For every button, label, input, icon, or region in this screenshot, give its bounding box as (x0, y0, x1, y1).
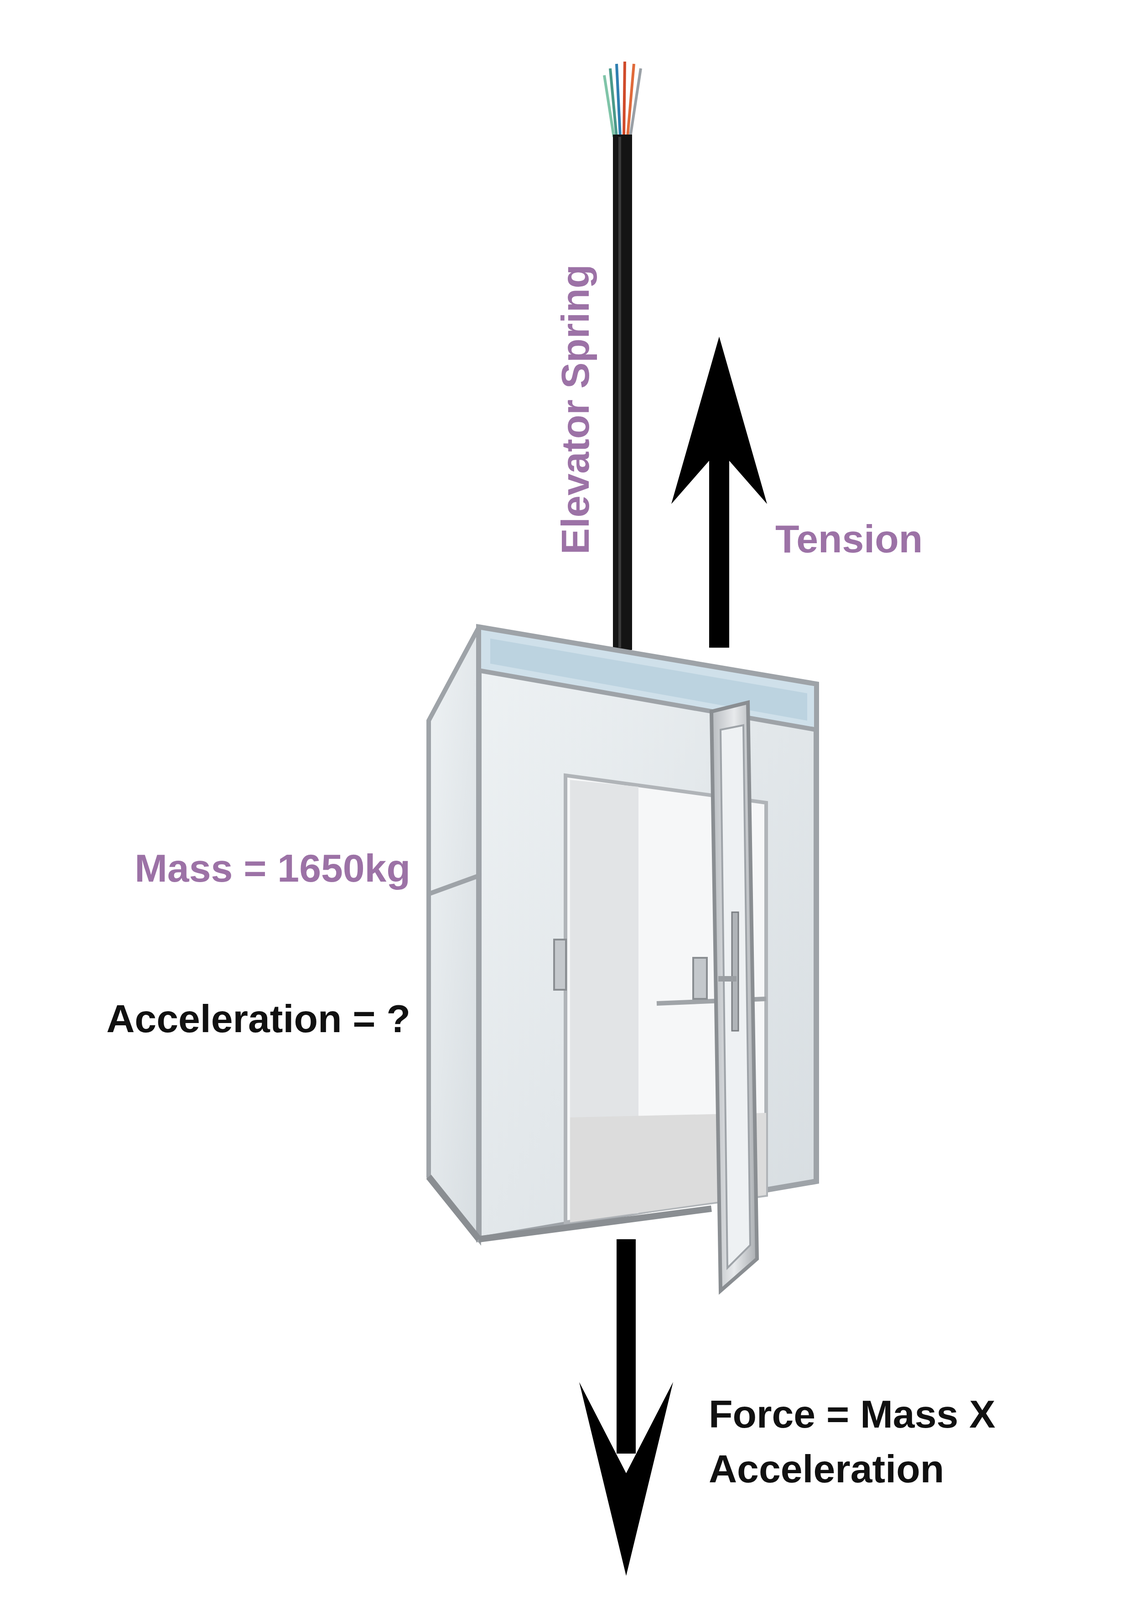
force-arrow (579, 1239, 674, 1576)
cable-wires (604, 61, 641, 137)
elevator-cable (612, 134, 633, 650)
force-label: Tension (775, 515, 923, 563)
formula-label: Force = Mass X Acceleration (708, 1386, 1028, 1497)
elevator-cabin (428, 627, 817, 1291)
cable-highlight (618, 136, 622, 648)
mass-label: Mass = 1650kg (134, 844, 411, 892)
cable-label: Elevator Spring (551, 264, 599, 555)
acceleration-label: Acceleration = ? (106, 995, 411, 1043)
tension-arrow (671, 336, 768, 648)
